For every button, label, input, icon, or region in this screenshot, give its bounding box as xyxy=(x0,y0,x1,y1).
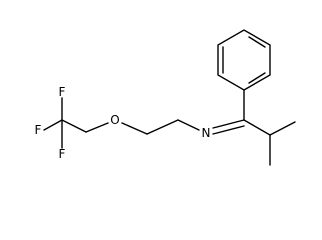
bond-ch2-oxygen xyxy=(85,122,109,133)
nitrogen-atom: N xyxy=(202,126,211,140)
fluorine-atom-bottom: F xyxy=(59,147,66,161)
oxygen-atom: O xyxy=(110,113,119,127)
bond-nitrogen-carbon xyxy=(212,119,245,129)
bond-nitrogen-carbon-double xyxy=(212,125,245,135)
phenyl-ring xyxy=(217,29,271,91)
phenyl-ring-double-bond-1 xyxy=(248,36,266,48)
bond-isopropyl-methyl-up xyxy=(269,121,296,136)
bond-cf3-f-left xyxy=(43,119,63,131)
bond-ch2-nitrogen xyxy=(177,119,200,131)
molecule-structure-diagram: F F F O N xyxy=(35,29,296,166)
bond-oxygen-ch2 xyxy=(121,122,148,135)
fluorine-atom-left: F xyxy=(35,123,42,137)
phenyl-ring-double-bond-2 xyxy=(248,72,266,84)
fluorine-atom-top: F xyxy=(59,85,66,99)
bond-carbon-isopropyl xyxy=(243,119,271,136)
bond-cf3-ch2 xyxy=(61,119,87,133)
bond-ch2-ch2 xyxy=(146,119,179,135)
